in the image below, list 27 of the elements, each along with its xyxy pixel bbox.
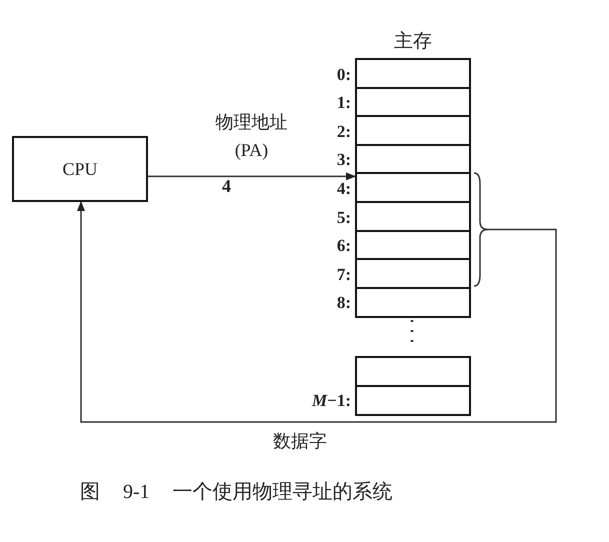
process-box: CPU [12, 136, 148, 202]
caption: 图 9-1 一个使用物理寻址的系统 [80, 480, 393, 505]
memory-cell [355, 58, 471, 90]
memory-cell [355, 115, 471, 146]
address-label: 2: [336, 122, 351, 142]
address-label: 6: [336, 236, 351, 256]
memory-cell [355, 144, 471, 175]
memory-cell [355, 230, 471, 261]
memory-cell [355, 286, 471, 318]
memory-cell [355, 384, 471, 416]
address-label: M−1: [310, 391, 351, 412]
address-label: 7: [336, 264, 351, 285]
address-label: 1: [336, 93, 351, 114]
arrow [77, 201, 557, 423]
address-label: 4: [336, 178, 351, 199]
address-label: 8: [336, 293, 351, 314]
memory-cell [355, 201, 471, 232]
memory-cell [355, 356, 471, 388]
memory-cell [355, 86, 471, 118]
memory-cell [355, 258, 471, 290]
address-label: 3: [336, 150, 351, 170]
memory-cell [355, 172, 471, 204]
column-heading: 主存 [393, 30, 433, 54]
address-label: 5: [336, 208, 351, 228]
address-value: 4 [222, 176, 231, 197]
arrow [148, 172, 356, 180]
address-label: 0: [336, 64, 351, 85]
